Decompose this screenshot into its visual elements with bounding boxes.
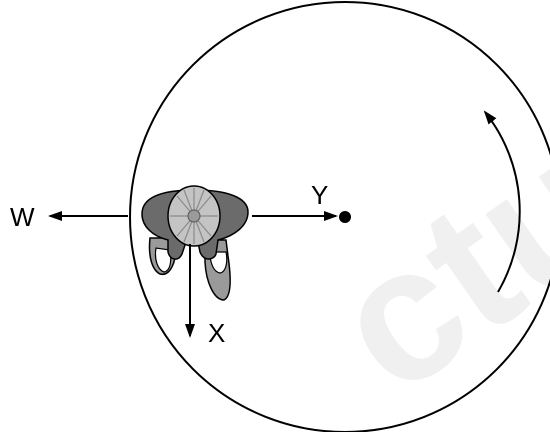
label-w: W [10, 202, 35, 232]
rotation-direction-arrow [483, 110, 521, 293]
person-figure [141, 185, 249, 301]
label-y: Y [311, 180, 328, 210]
center-point [339, 211, 351, 223]
label-x: X [208, 318, 225, 348]
watermark: ctu [297, 96, 550, 432]
circular-path [129, 1, 550, 432]
